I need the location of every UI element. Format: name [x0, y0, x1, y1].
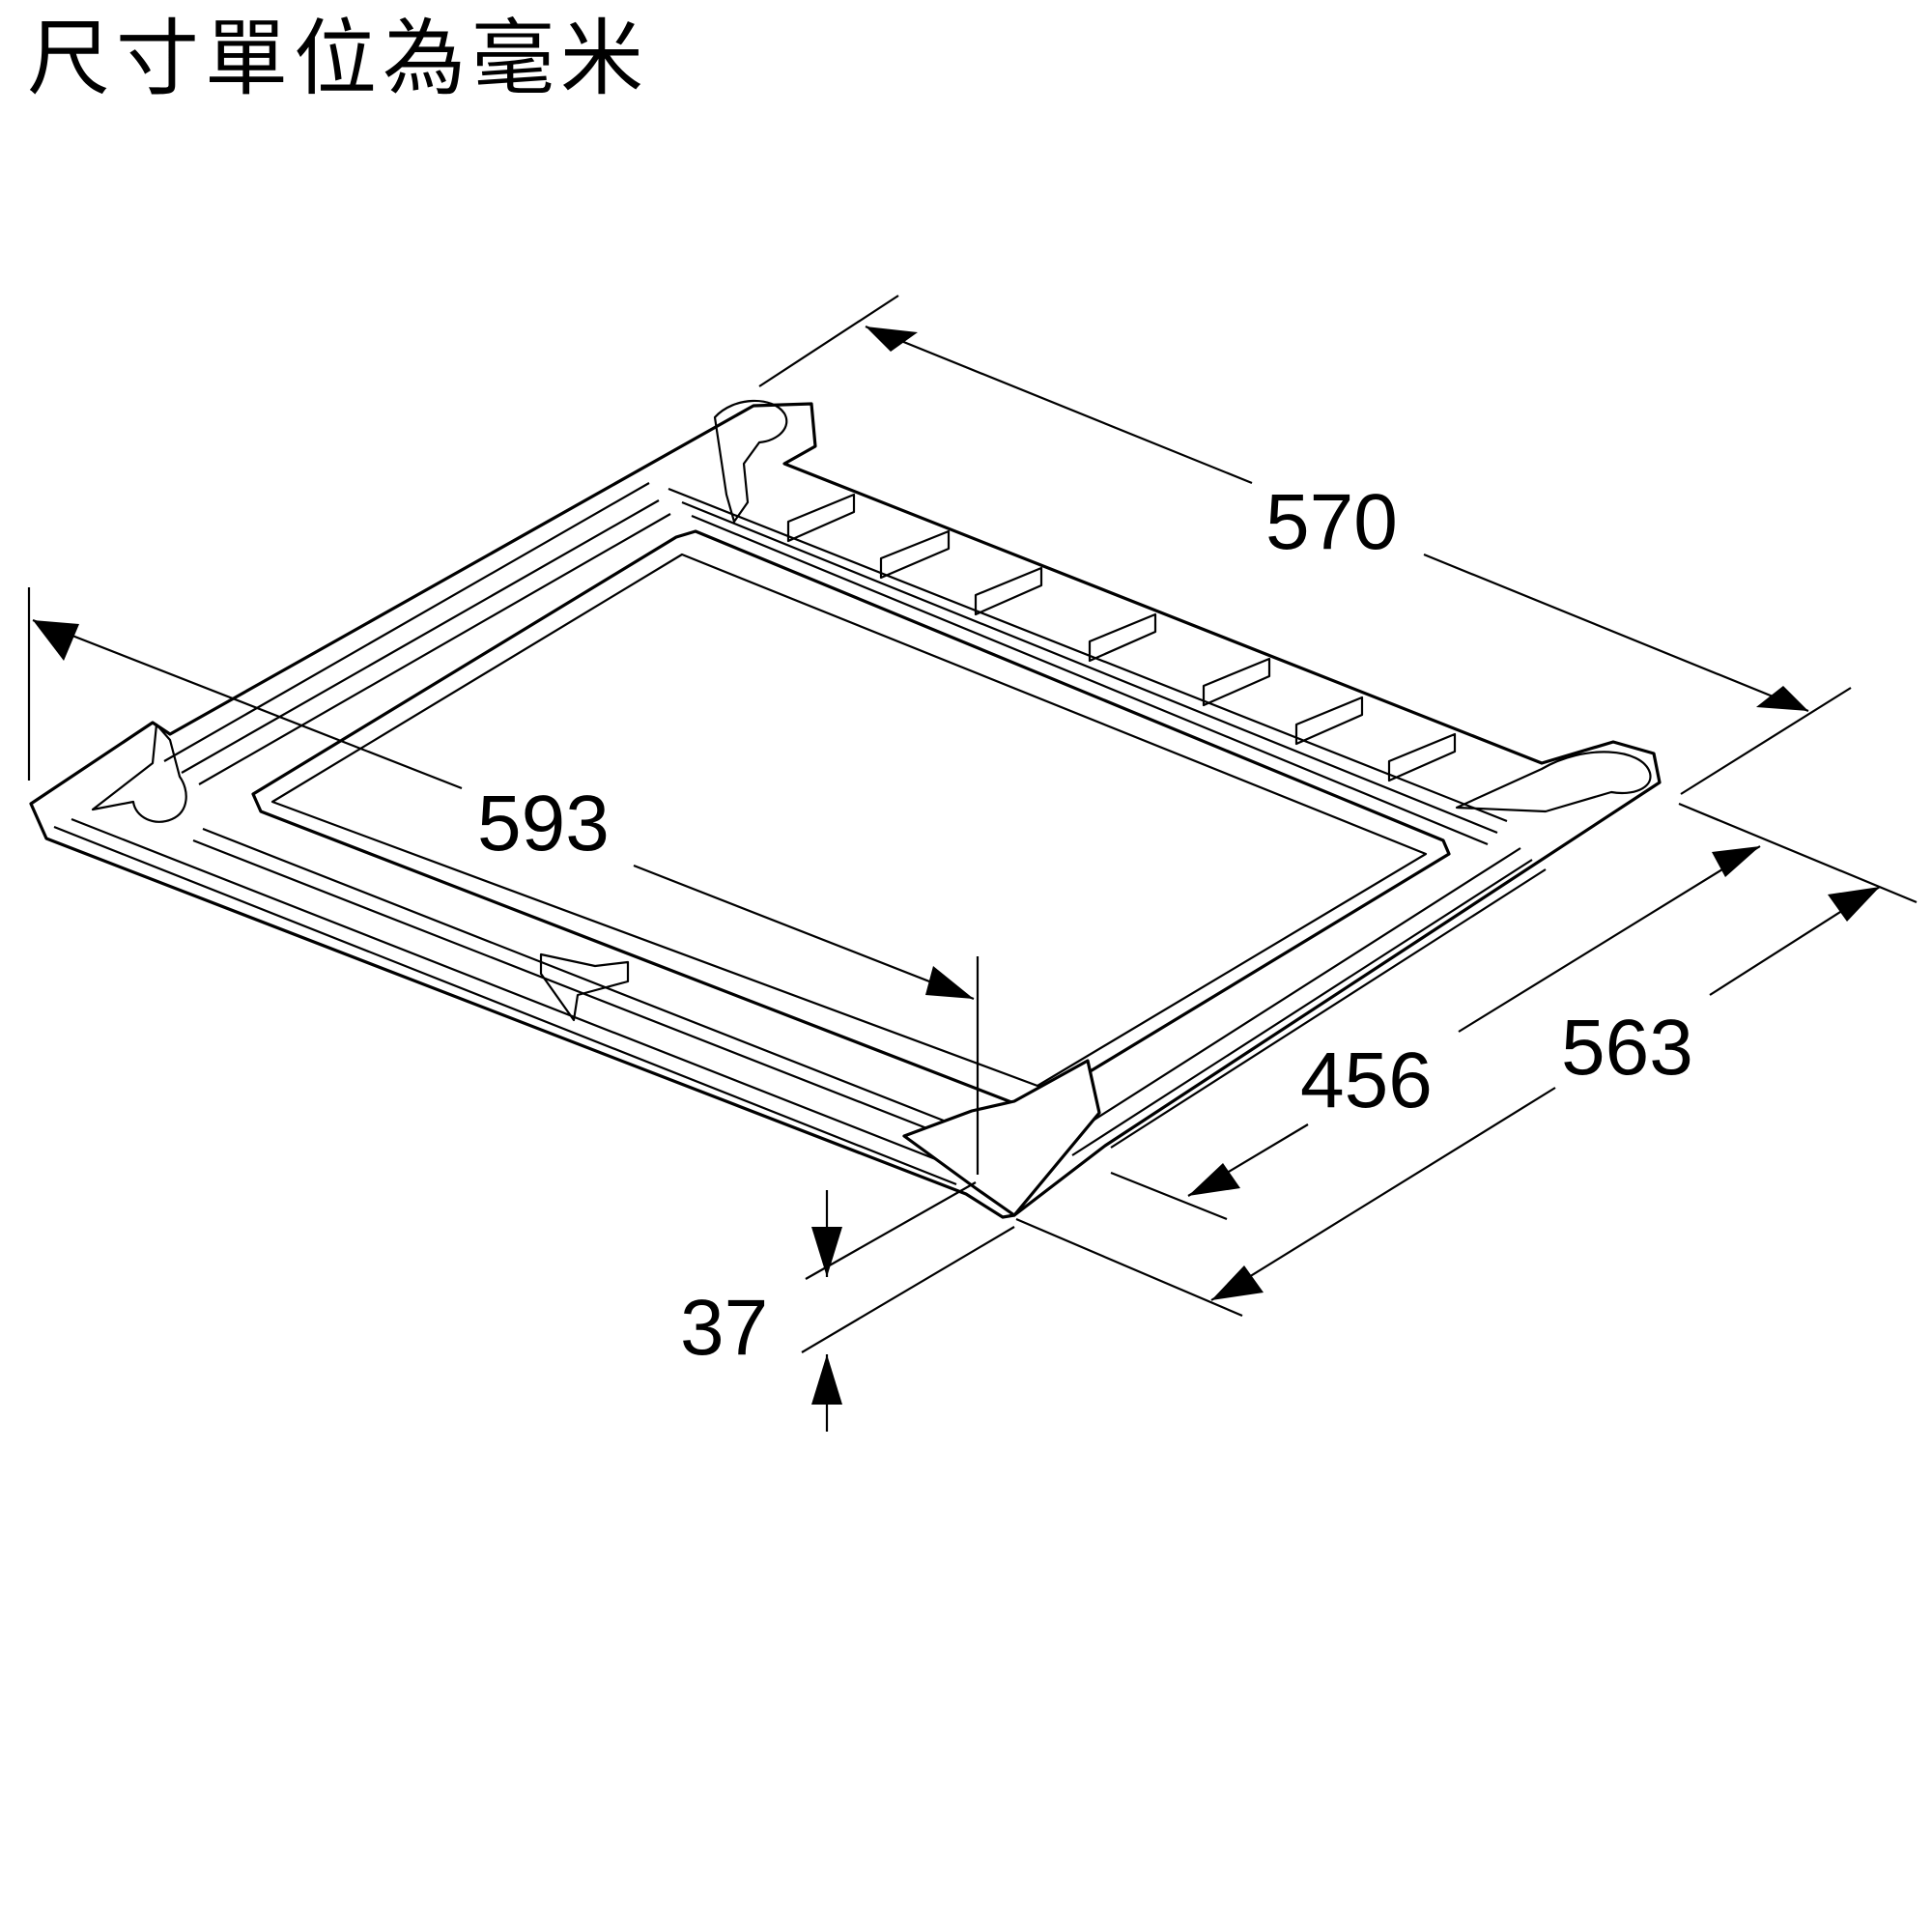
- dim-563: [1015, 802, 1918, 1318]
- dim-label-37: 37: [680, 1284, 768, 1372]
- dim-570: [758, 295, 1852, 795]
- frame-inner-rim: [270, 553, 1428, 1088]
- dim-593: [27, 587, 980, 1175]
- dim-label-456: 456: [1300, 1037, 1433, 1124]
- arrowhead-563-end: [1828, 887, 1880, 922]
- arrowhead-593-start: [33, 620, 79, 661]
- front-clip: [539, 952, 630, 1022]
- arrowhead-563-start: [1211, 1265, 1264, 1300]
- dim-label-570: 570: [1265, 478, 1398, 566]
- corner-hook-right: [1455, 751, 1652, 813]
- arrowhead-456-end: [1712, 846, 1760, 877]
- arrowhead-37-top: [811, 1227, 842, 1277]
- corner-foot-front: [902, 1059, 1101, 1217]
- rail-back-right: [668, 487, 1508, 846]
- arrowhead-570-start: [866, 327, 918, 352]
- unit-note-title: 尺寸單位為毫米: [27, 11, 649, 107]
- rail-left-back: [163, 482, 671, 785]
- rail-front: [53, 817, 961, 1186]
- back-rail-brackets: [786, 493, 1457, 782]
- frame-inner-opening: [251, 529, 1451, 1109]
- corner-hook-back: [713, 399, 788, 524]
- arrowhead-593-end: [925, 966, 974, 999]
- dim-37: [801, 1181, 1015, 1432]
- rail-right: [1062, 847, 1547, 1156]
- dim-label-593: 593: [477, 780, 610, 867]
- dim-456: [1110, 845, 1761, 1221]
- arrowhead-37-bottom: [811, 1354, 842, 1405]
- corner-hook-left: [91, 723, 187, 823]
- arrowhead-570-end: [1756, 686, 1808, 711]
- stacking-frame: [29, 399, 1662, 1219]
- arrowhead-456-start: [1188, 1163, 1240, 1196]
- dim-label-563: 563: [1561, 1004, 1693, 1092]
